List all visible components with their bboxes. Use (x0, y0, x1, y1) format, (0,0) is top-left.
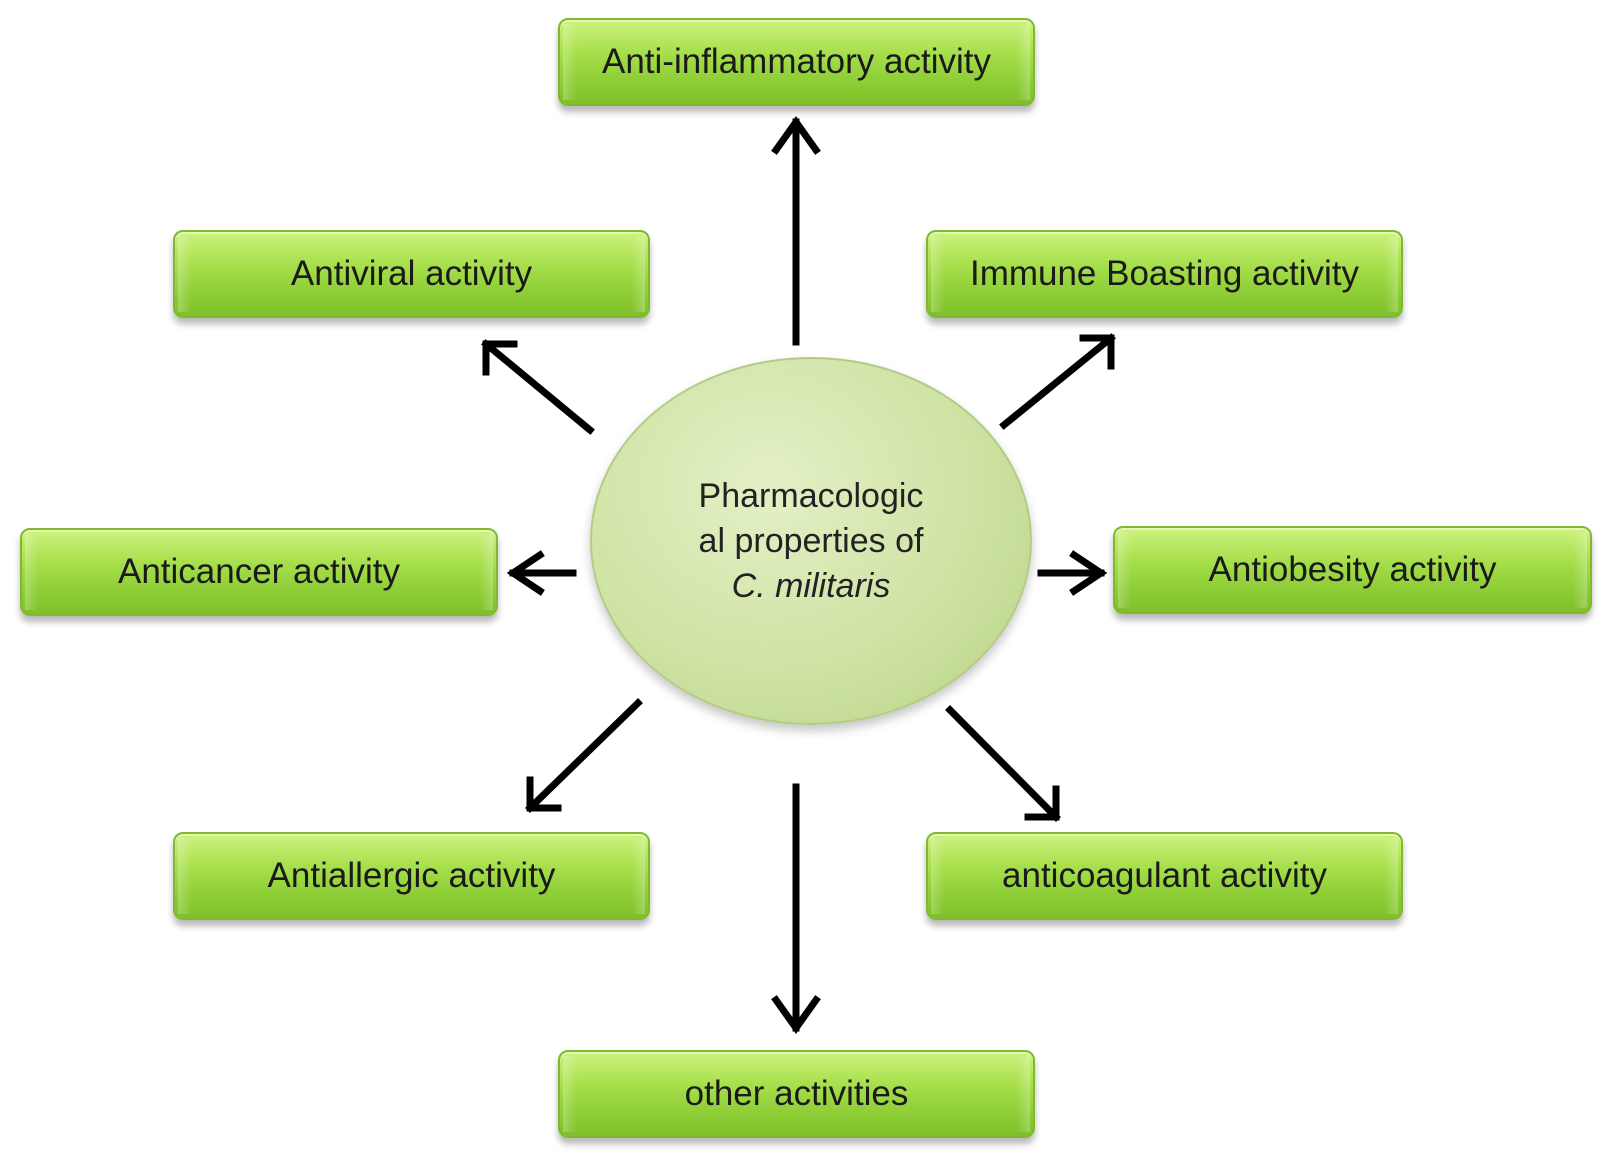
node-antiobesity: Antiobesity activity (1113, 526, 1592, 614)
center-label-species: C. militaris (731, 566, 891, 605)
arrow-to-antiallergic (525, 698, 643, 813)
node-label: Antiallergic activity (267, 856, 556, 895)
node-anti-inflammatory: Anti-inflammatory activity (558, 18, 1035, 106)
node-anticoagulant: anticoagulant activity (926, 832, 1403, 920)
node-immune-boasting: Immune Boasting activity (926, 230, 1403, 318)
center-node: Pharmacologic al properties of C. milita… (590, 357, 1032, 725)
node-label: Anti-inflammatory activity (602, 42, 991, 81)
node-anticancer: Anticancer activity (20, 528, 498, 616)
node-antiviral: Antiviral activity (173, 230, 650, 318)
node-other: other activities (558, 1050, 1035, 1138)
node-label: Antiviral activity (290, 254, 533, 293)
arrow-to-immune-boasting (999, 333, 1116, 430)
node-antiallergic: Antiallergic activity (173, 832, 650, 920)
arrow-to-other (771, 783, 821, 1035)
node-label: Anticancer activity (117, 552, 401, 591)
center-label-line-2: al properties of (698, 521, 924, 560)
arrow-to-anticoagulant (945, 705, 1061, 822)
arrow-to-antiobesity (1037, 550, 1108, 596)
arrow-to-anticancer (506, 550, 577, 596)
node-label: other activities (684, 1074, 909, 1113)
node-label: anticoagulant activity (1002, 856, 1327, 895)
node-label: Antiobesity activity (1208, 550, 1497, 589)
arrow-to-anti-inflammatory (771, 115, 821, 346)
arrow-to-antiviral (481, 339, 595, 435)
node-label: Immune Boasting activity (969, 254, 1360, 293)
center-label-line-1: Pharmacologic (698, 476, 924, 515)
